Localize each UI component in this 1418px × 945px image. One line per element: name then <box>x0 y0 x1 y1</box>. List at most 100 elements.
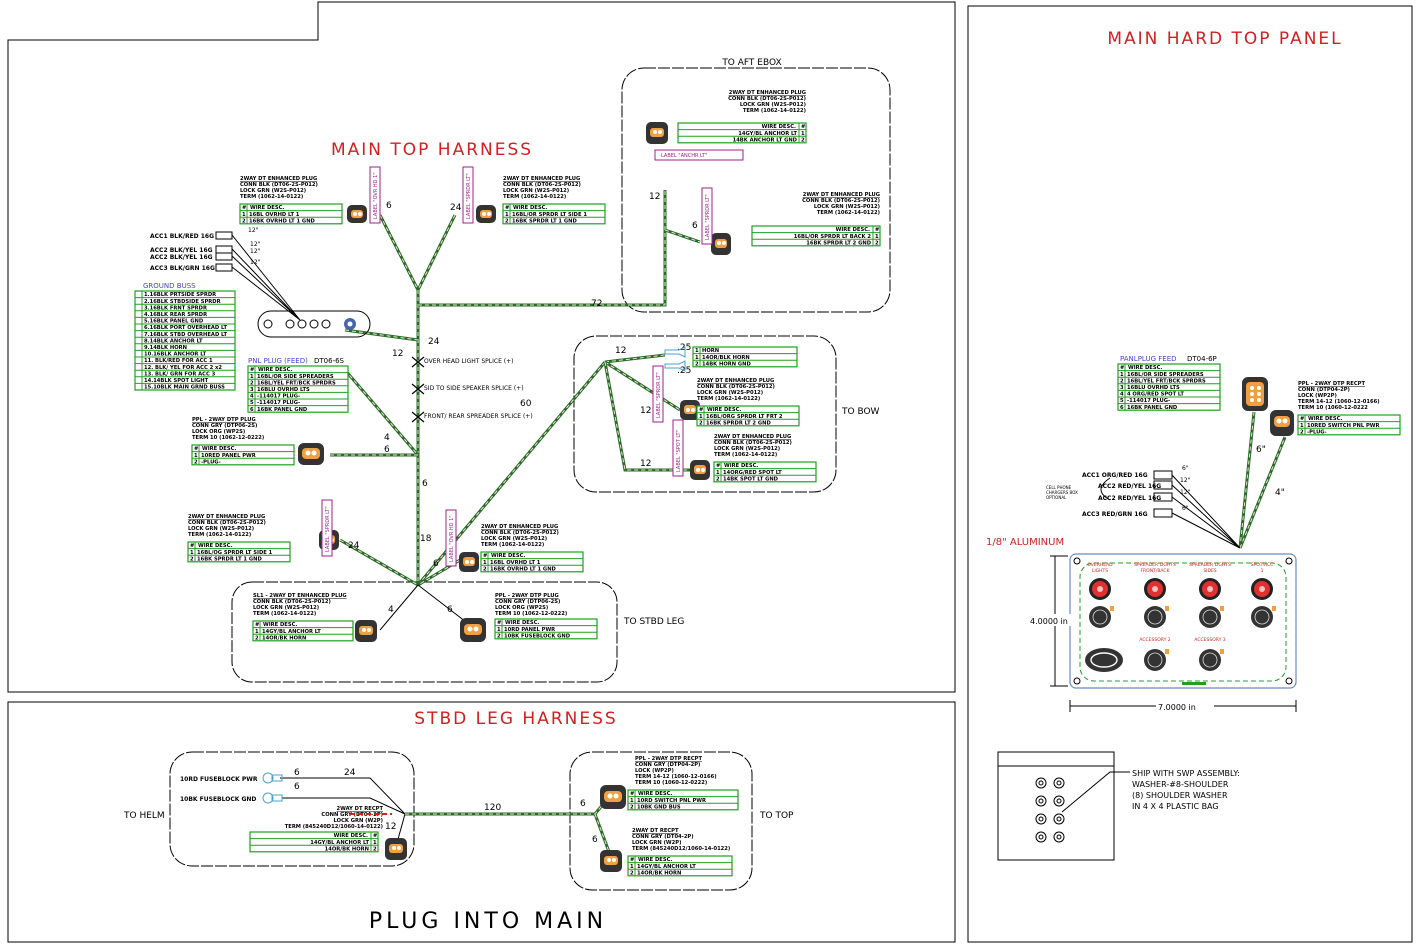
dt-recept-icon <box>385 838 407 860</box>
pnl-plug-table <box>247 365 349 413</box>
pnl-plug-table-pin: 4 <box>250 394 254 400</box>
panelppl-spec-line: PPL - 2WAY DTP RECPT <box>1298 381 1365 387</box>
recepttop2-table-pin: 1 <box>630 864 634 870</box>
material-label: 1/8" ALUMINUM <box>986 537 1064 548</box>
stbd-len-6d: 6 <box>592 835 598 845</box>
ovrhd2-table-pin: 1 <box>483 560 487 566</box>
recepttop2-table-desc: 14GY/BL ANCHOR LT <box>637 864 696 870</box>
panel-acc-len-1: 6" <box>1182 465 1189 472</box>
outlet-ring <box>1147 609 1163 625</box>
outlet-ring <box>1254 609 1270 625</box>
anchor-spec-line: LOCK GRN (W2S-P012) <box>740 102 806 108</box>
pplfuse-table <box>494 618 598 640</box>
stbd-len-120: 120 <box>484 803 501 813</box>
recepttop2-spec-line: CONN GRY (DT04-2P) <box>632 834 694 840</box>
recepttop2-spec-line: TERM (845240D12/1060-14-0122) <box>632 846 730 852</box>
panel-plug-table-desc: 16BLU OVRHD LTS <box>1127 385 1180 391</box>
anchor-table-desc: 14GY/BL ANCHOR LT <box>738 131 797 137</box>
outlet-tab <box>1220 649 1224 654</box>
outlet-icon <box>1089 606 1111 628</box>
panel-plug-table <box>1117 363 1221 411</box>
panel-plug-part: DT04-6P <box>1187 355 1217 363</box>
ovrhd1-spec-line: 2WAY DT ENHANCED PLUG <box>240 176 317 182</box>
sl1-table-header: WIRE DESC. <box>263 622 297 628</box>
spot-spec-line: LOCK GRN (W2S-P012) <box>714 446 780 452</box>
sprdrside1b-table-num-header: # <box>190 543 194 549</box>
sprdrside1-spec-line: LOCK GRN (W2S-P012) <box>503 188 569 194</box>
recept1-spec-line: LOCK GRN (W2P) <box>334 818 383 824</box>
len-j: 60 <box>520 399 532 409</box>
spot-spec-line: TERM (1062-14-0122) <box>714 452 777 458</box>
pplpanel-spec-line: PPL - 2WAY DTP PLUG <box>192 417 256 423</box>
switch-label: FRONT/BACK <box>1140 568 1170 574</box>
pnl-plug-title: PNL PLUG (FEED) <box>248 357 308 365</box>
sprdrside1b-table-desc: 16BL/OG SPRDR LT SIDE 1 <box>197 550 273 556</box>
plug-into-main-title: PLUG INTO MAIN <box>369 909 607 934</box>
recepttop1-spec-line: PPL - 2WAY DTP RECPT <box>635 756 702 762</box>
ground-bus-bar-icon <box>257 310 371 338</box>
splice-marks <box>411 356 425 423</box>
sl1-table-pin: 1 <box>255 629 259 635</box>
recepttop1-table-desc: 10RD SWITCH PNL PWR <box>637 798 706 804</box>
spot-table-pin: 2 <box>716 476 720 482</box>
recept1-spec-line: TERM (845240D12/1060-14-0122) <box>285 824 383 830</box>
sprdrback2-table-desc: 16BL/OR SPRDR LT BACK 2 <box>794 234 872 240</box>
ship-note-1: SHIP WITH SWP ASSEMBLY: <box>1132 769 1240 778</box>
sl1-table-desc: 14GY/BL ANCHOR LT <box>262 629 321 635</box>
panel-plug-table-num-header: # <box>1120 365 1124 371</box>
ovrhd1-table-desc: 16BK OVRHD LT 1 GND <box>249 218 316 224</box>
pplpanel-spec-line: LOCK ORG (WP2S) <box>192 429 245 435</box>
ship-note-2: WASHER-#8-SHOULDER <box>1132 780 1229 789</box>
sl1-table <box>252 620 354 642</box>
sprdrside1b-spec-line: TERM (1062-14-0122) <box>188 532 251 538</box>
pnl-plug-table-desc: 16BK PANEL GND <box>257 407 308 413</box>
sprdrfrt2-table-pin: 1 <box>699 414 703 420</box>
outlet-icon <box>1199 649 1221 671</box>
aft-ebox-cloud <box>621 67 891 313</box>
horn-terminal-icon <box>664 346 686 372</box>
dt-recept-icon <box>600 850 622 872</box>
recepttop1-spec-line: TERM 10 (1060-12-0222) <box>635 780 707 786</box>
logo-icon <box>1085 648 1123 672</box>
recepttop1-table-header: WIRE DESC. <box>638 791 672 797</box>
len-i: 6 <box>692 221 698 231</box>
ovrhd1-spec-line: TERM (1062-14-0122) <box>240 194 303 200</box>
acc-left-len-2: 12" <box>250 241 261 248</box>
pplpanel-spec-line: CONN GRY (DTP06-2S) <box>192 423 257 429</box>
acc-left-1: ACC1 BLK/RED 16G <box>150 233 214 240</box>
len-a: 6 <box>386 201 392 211</box>
len-c: 12 <box>392 349 403 359</box>
outlet-icon <box>1144 649 1166 671</box>
cell-note-1: CELL PHONE <box>1046 485 1072 490</box>
panelppl-table-header: WIRE DESC. <box>1308 416 1342 422</box>
len-e: 72 <box>591 299 602 309</box>
sprdrback2-spec-line: TERM (1062-14-0122) <box>817 210 880 216</box>
pplpanel-spec-line: TERM 10 (1062-12-0222) <box>192 435 264 441</box>
sprdrfrt2-table-num-header: # <box>699 407 703 413</box>
spot-table <box>713 461 817 483</box>
sl1-spec-line: SL1 - 2WAY DT ENHANCED PLUG <box>253 593 347 599</box>
recepttop2-table <box>627 855 733 877</box>
ground-buss-table-desc: 13. BLK/ GRN FOR ACC 3 <box>144 371 216 377</box>
pplpanel-table-desc: 10RED PANEL PWR <box>201 453 256 459</box>
recepttop2-table-num-header: # <box>630 857 634 863</box>
len-k: 12 <box>615 346 626 356</box>
sprdrfrt2-spec-line: CONN BLK (DT06-2S-P012) <box>697 384 775 390</box>
sprdrback2-spec-line: 2WAY DT ENHANCED PLUG <box>803 192 880 198</box>
ovrhd1-table <box>239 203 343 225</box>
panel-mark <box>1182 682 1206 685</box>
tag-ovrhd: LABEL "OVR HD 1" <box>373 172 379 219</box>
spot-spec-line: 2WAY DT ENHANCED PLUG <box>714 434 791 440</box>
ship-note-4: IN 4 X 4 PLASTIC BAG <box>1132 802 1219 811</box>
pplpanel-table-pin: 1 <box>194 453 198 459</box>
sprdrside1-table-pin: 2 <box>505 218 509 224</box>
len-r: 6 <box>447 605 453 615</box>
ovrhd2-table-header: WIRE DESC. <box>491 553 525 559</box>
sprdrside1b-table-desc: 16BK SPRDR LT 1 GND <box>197 556 262 562</box>
tag-ovrhd-b: LABEL "OVR HD 1" <box>449 515 455 562</box>
panel-acc-2: ACC2 RED/YEL 16G <box>1098 483 1161 490</box>
recepttop1-table-desc: 10BK GND BUS <box>637 804 681 810</box>
dt04-6p-icon <box>1242 377 1268 411</box>
pnl-plug-table-pin: 6 <box>250 407 254 413</box>
